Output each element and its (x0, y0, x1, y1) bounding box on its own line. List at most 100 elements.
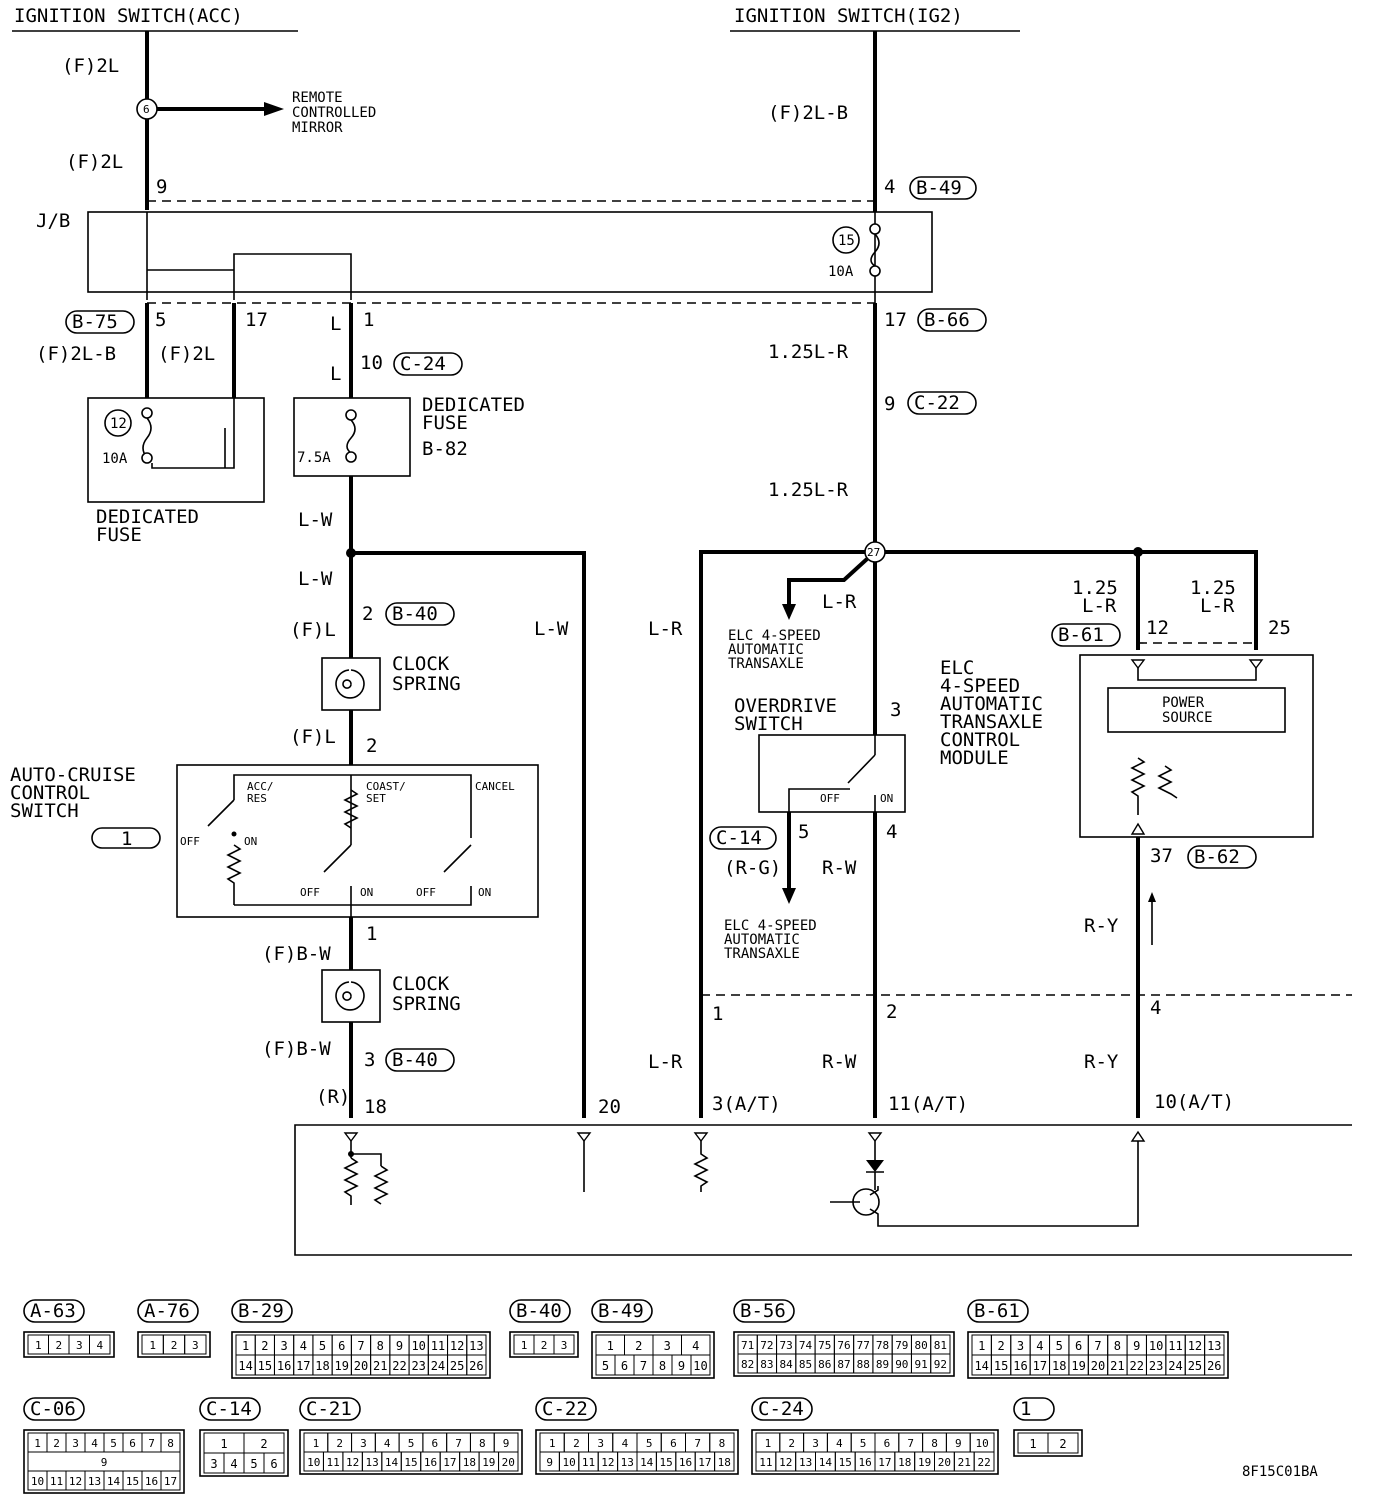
fuse-terminal (141, 452, 153, 464)
ecu-terminal (343, 1132, 359, 1143)
switch-label: ON (360, 886, 373, 899)
connector-pin: 82 (741, 1358, 754, 1371)
connector-tag (137, 1299, 199, 1323)
switch-label: ACC/ (247, 780, 274, 793)
connector-pin: 7 (455, 1437, 462, 1450)
pin-number: 1 (712, 1003, 723, 1025)
connector-pin: 8 (377, 1339, 384, 1353)
fuse-12-internal (151, 398, 235, 469)
title-ignition-acc: IGNITION SWITCH(ACC) (14, 5, 243, 27)
connector-pin: 9 (955, 1437, 962, 1450)
connector-pin: 10 (411, 1339, 425, 1353)
switch-label: COAST/ (366, 780, 406, 793)
connector-pin: 20 (502, 1456, 515, 1469)
pin-number: 17 (245, 309, 268, 331)
connector-label: B-66 (924, 309, 970, 331)
connector-pin: 72 (760, 1339, 773, 1352)
connector-pin: 3 (76, 1339, 83, 1352)
connector-tag (967, 1299, 1029, 1323)
connector-pin: 3 (561, 1339, 568, 1352)
wire-label: L-W (298, 509, 333, 531)
wire-lr-left (699, 550, 865, 1118)
connector-pin-cell (498, 1451, 519, 1472)
pin-number: 20 (598, 1096, 621, 1118)
tcm-label: TRANSAXLE (940, 711, 1043, 733)
power-source-label: POWER (1162, 695, 1205, 711)
connector-label: A-63 (30, 1300, 76, 1322)
ecu-internal (869, 1186, 879, 1196)
pin-number: 5 (155, 309, 166, 331)
connector-body (967, 1331, 1229, 1379)
od-label: OFF (820, 792, 840, 805)
connector-pin-cell (263, 1452, 285, 1474)
connector-pin: 7 (907, 1437, 914, 1450)
connector-tag (535, 1397, 597, 1421)
ecu-terminal (1130, 1130, 1146, 1142)
connector-pin: 18 (718, 1456, 731, 1469)
connector-pin-cell (973, 1451, 995, 1472)
pin-number: 2 (362, 603, 373, 625)
connector-pin: 13 (799, 1456, 812, 1469)
connector-pin: 90 (895, 1358, 908, 1371)
switch-bus-bottom (234, 886, 472, 906)
connector-pin: 5 (646, 1437, 653, 1450)
connector-pin: 13 (1207, 1339, 1221, 1353)
pin-number: 2 (366, 735, 377, 757)
title-ignition-ig2: IGNITION SWITCH(IG2) (734, 5, 963, 27)
elc-label: ELC 4-SPEED (728, 628, 821, 644)
connector-pin: 2 (1059, 1437, 1066, 1451)
wire-label: L-R (822, 591, 857, 613)
connector-pin: 4 (1036, 1339, 1043, 1353)
connector-pin: 15 (258, 1359, 272, 1373)
connector-pin: 12 (779, 1456, 792, 1469)
connector-pin: 1 (765, 1437, 772, 1450)
connector-pin: 77 (857, 1339, 870, 1352)
connector-body (1013, 1429, 1083, 1457)
connector-pin: 76 (837, 1339, 850, 1352)
wire-lr-right (885, 550, 1258, 650)
connector-label: B-49 (916, 177, 962, 199)
connector-pin: 4 (230, 1457, 237, 1471)
auto-cruise-label: CONTROL (10, 782, 90, 804)
wire-label: 1.25L-R (768, 341, 849, 363)
connector-tag-b66 (917, 308, 987, 332)
signal-arrow-head (1148, 892, 1156, 902)
connector-pin: 92 (934, 1358, 947, 1371)
wire-label: R-Y (1084, 1051, 1119, 1073)
coast-resistor (343, 789, 359, 829)
connector-pin: 1 (220, 1437, 227, 1451)
connector-pin: 4 (300, 1339, 307, 1353)
fuse-amperage: 7.5A (297, 450, 331, 466)
connector-pin: 16 (145, 1475, 158, 1488)
connector-pin: 88 (857, 1358, 870, 1371)
connector-pin: 13 (469, 1339, 483, 1353)
connector-pin: 2 (997, 1339, 1004, 1353)
connector-label: C-14 (716, 827, 762, 849)
connector-pin: 4 (91, 1437, 98, 1450)
connector-pin: 9 (101, 1456, 108, 1469)
connector-label: A-76 (144, 1300, 190, 1322)
connector-pin: 3 (72, 1437, 79, 1450)
fuse-terminal (869, 223, 881, 235)
connector-label: B-49 (598, 1300, 644, 1322)
connector-tag-switch-1 (91, 827, 161, 849)
connector-pin: 78 (876, 1339, 889, 1352)
switch-label: OFF (416, 886, 436, 899)
tcm-label: ELC (940, 657, 974, 679)
switch-contact (443, 844, 472, 873)
connector-pin-cell (1047, 1432, 1079, 1454)
fuse-15-element (870, 233, 880, 267)
ecu-terminal (576, 1132, 592, 1143)
connector-pin: 11 (759, 1456, 772, 1469)
connector-pin: 13 (621, 1456, 634, 1469)
pin-number: 4 (1150, 997, 1161, 1019)
ecu-module-box (294, 1124, 1352, 1256)
connector-pin: 17 (296, 1359, 310, 1373)
connector-label: C-24 (400, 353, 446, 375)
connector-pin: 6 (431, 1437, 438, 1450)
wire-label: R-W (822, 857, 857, 879)
tcm-resistor (1157, 765, 1178, 799)
